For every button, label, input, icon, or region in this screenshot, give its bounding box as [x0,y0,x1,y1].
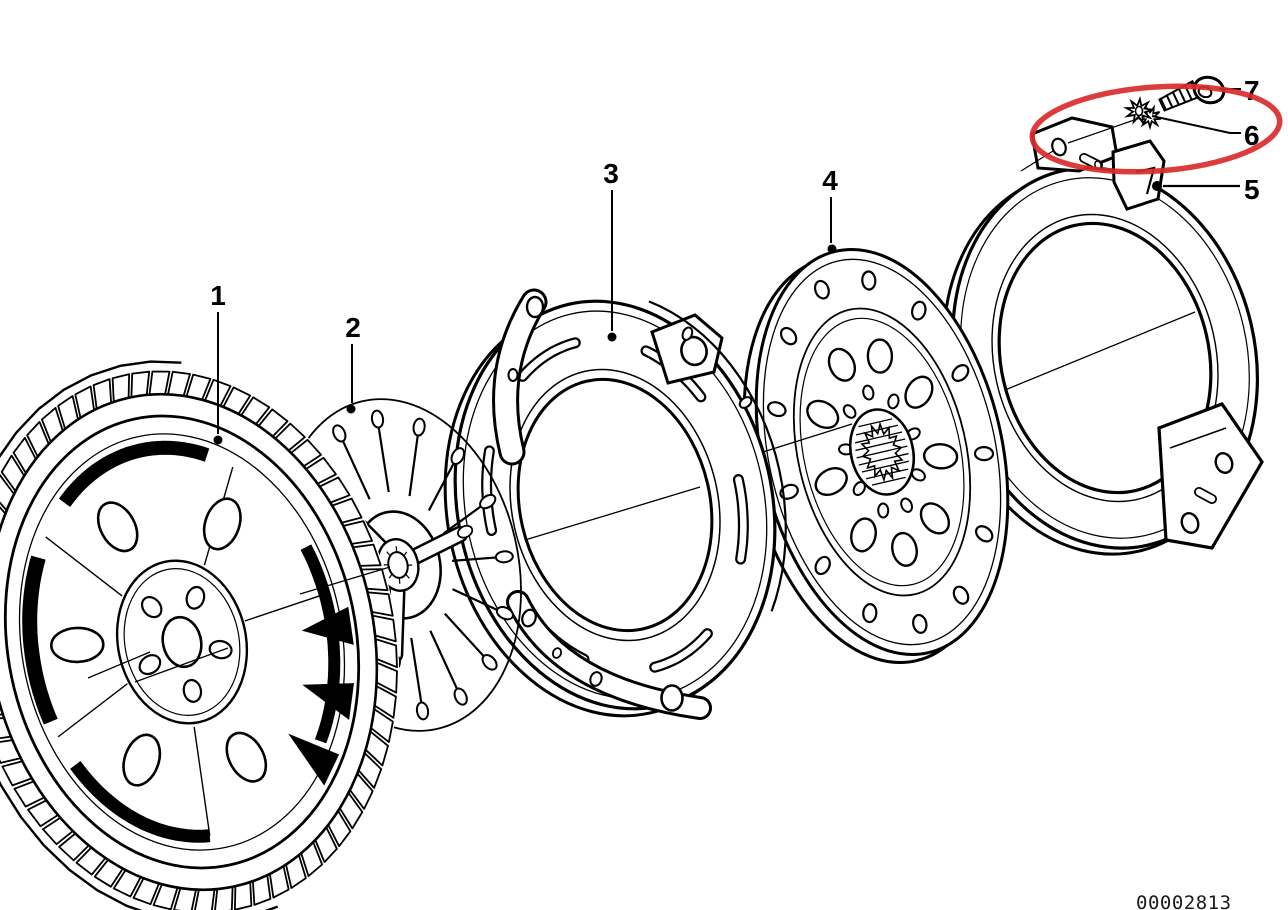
doc-number: 00002813 [1136,892,1232,910]
callout-2: 2 [345,312,361,414]
callout-4-label: 4 [822,165,838,196]
callout-4: 4 [822,165,838,254]
flywheel-part [0,360,399,910]
callout-6-label: 6 [1244,120,1260,151]
clutch-cover-part [443,288,787,720]
pressure-ring-part [942,116,1264,556]
friction-disc-part [742,247,1010,665]
callout-3: 3 [603,158,619,342]
callout-2-label: 2 [345,312,361,343]
assembly-axis-line [87,311,1196,679]
callout-1: 1 [210,280,226,445]
highlight-ellipse [1029,83,1283,175]
callout-5-label: 5 [1244,174,1260,205]
callout-1-label: 1 [210,280,226,311]
callout-5: 5 [1152,174,1260,205]
callout-6: 6 [1151,115,1260,151]
callout-3-label: 3 [603,158,619,189]
